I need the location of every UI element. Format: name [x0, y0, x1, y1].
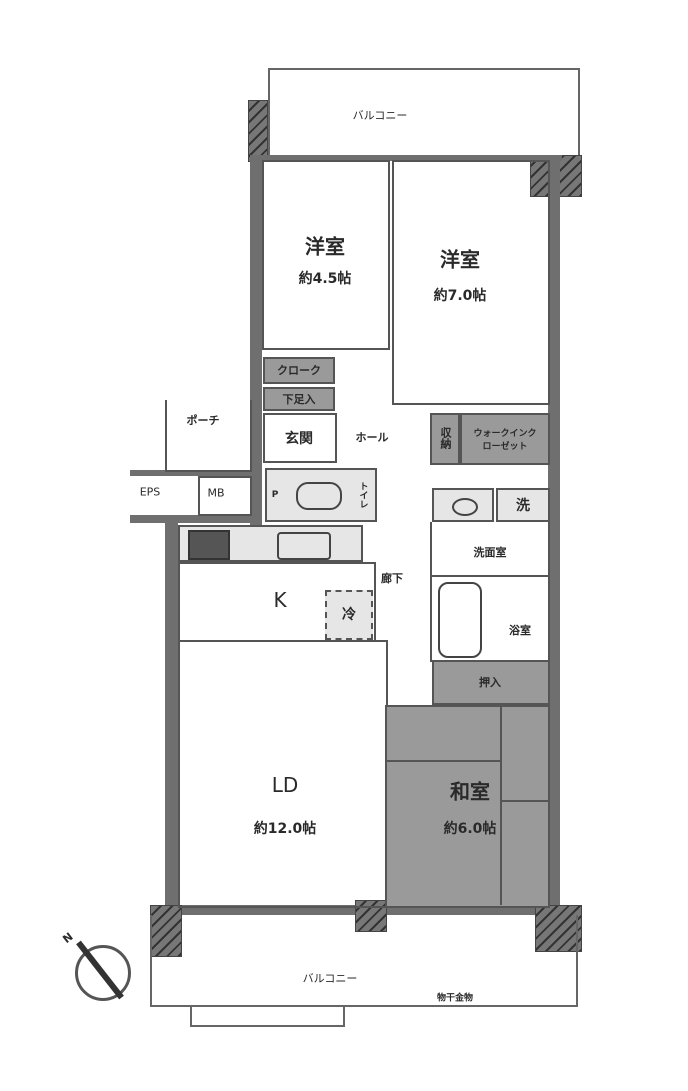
corridor-label: 廊下	[381, 572, 403, 585]
storage	[430, 413, 460, 465]
toilet	[265, 468, 377, 522]
wall	[130, 515, 262, 523]
compass-north-label: N	[60, 930, 76, 946]
balcony-top-label: バルコニー	[352, 109, 408, 122]
entrance	[263, 413, 337, 463]
mb-label: MB	[207, 486, 225, 500]
shoe-storage	[263, 387, 335, 411]
fridge-label: 冷	[342, 607, 356, 623]
kitchen-label: K	[273, 588, 287, 612]
hall-label: ホール	[355, 431, 389, 444]
stove-icon	[188, 530, 230, 560]
sink-icon	[452, 498, 478, 516]
japanese-room	[385, 705, 550, 908]
washer-space	[496, 488, 550, 522]
wall	[250, 155, 562, 161]
eps-label: EPS	[139, 485, 161, 499]
porch-label: ポーチ	[186, 414, 220, 427]
kitchen-sink-icon	[277, 532, 331, 560]
closet	[432, 660, 550, 705]
japanese-room-name: 和室	[450, 779, 490, 804]
wall-corner	[248, 100, 268, 162]
toilet-p-label: P	[271, 490, 279, 500]
wall	[548, 160, 560, 920]
tatami-lines	[500, 800, 548, 802]
closet-label: 押入	[479, 676, 501, 689]
wall-corner	[535, 905, 582, 952]
walk-in-closet-label: ウォークインクローゼット	[473, 429, 537, 452]
bathtub-icon	[438, 582, 482, 658]
western-room-2-name: 洋室	[440, 247, 480, 272]
porch	[165, 400, 252, 472]
balcony-bottom-recess	[190, 1005, 345, 1027]
tatami-lines	[387, 760, 500, 762]
wall-corner	[355, 900, 387, 932]
washroom-label: 洗面室	[473, 546, 507, 559]
balcony-bottom-label: バルコニー	[302, 972, 358, 985]
entrance-label: 玄関	[285, 431, 313, 447]
cloak	[263, 357, 335, 384]
toilet-label: トイレ	[357, 481, 368, 509]
western-room-2	[392, 160, 550, 405]
cloak-label: クローク	[277, 364, 321, 377]
storage-label: 収納	[439, 427, 452, 449]
tatami-lines	[500, 707, 502, 905]
bathroom-label: 浴室	[509, 624, 531, 637]
wall-corner	[150, 905, 182, 957]
compass-icon	[75, 945, 131, 1001]
western-room-2-size: 約7.0帖	[433, 288, 487, 304]
walk-in-closet	[460, 413, 550, 465]
shoe-storage-label: 下足入	[282, 393, 316, 406]
western-room-1-name: 洋室	[305, 234, 345, 259]
western-room-1	[262, 160, 390, 350]
wall	[165, 520, 178, 920]
balcony-top	[268, 68, 580, 160]
ld-size: 約12.0帖	[253, 821, 317, 837]
balcony-bottom	[150, 915, 578, 1007]
washer-label: 洗	[516, 498, 530, 514]
mb	[198, 476, 252, 516]
wall	[250, 155, 262, 525]
wall	[130, 470, 262, 476]
fridge	[325, 590, 373, 640]
ld-name: LD	[271, 773, 299, 797]
drying-rack-label: 物干金物	[436, 993, 474, 1004]
western-room-1-size: 約4.5帖	[298, 271, 352, 287]
japanese-room-size: 約6.0帖	[443, 821, 497, 837]
toilet-bowl-icon	[296, 482, 342, 510]
